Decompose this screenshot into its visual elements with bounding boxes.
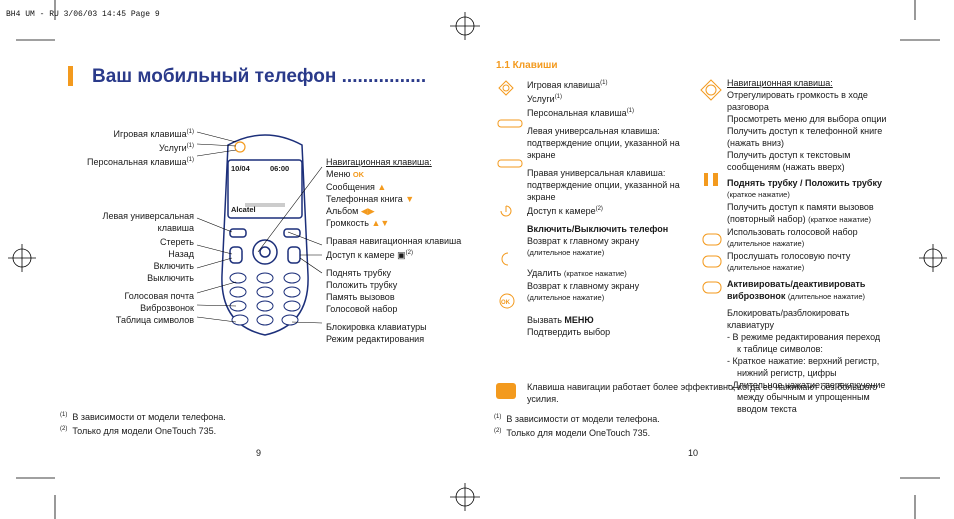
text-left-uni-2: подтверждение опции, указанной на — [527, 138, 680, 148]
col2-icons — [700, 79, 722, 294]
label-voice-dial: Голосовой набор — [326, 304, 398, 314]
text-lock-4: к таблице символов: — [737, 344, 823, 354]
text-delete-2: (длительное нажатие) — [527, 293, 605, 302]
phone-date: 10/04 — [231, 164, 250, 173]
label-edit-mode: Режим редактирования — [326, 334, 425, 344]
footnote-1: (1) В зависимости от модели телефона. — [60, 412, 226, 422]
label-left-soft-2: клавиша — [157, 223, 194, 233]
text-left-uni-3: экране — [527, 150, 556, 160]
text-nav-2: разговора — [727, 102, 769, 112]
text-nav-5: (нажать вниз) — [727, 138, 785, 148]
text-vm-1: Прослушать голосовую почту — [727, 251, 851, 261]
label-volume: Громкость ▲▼ — [326, 218, 390, 228]
text-vib-title-2: виброзвонок (длительное нажатие) — [727, 291, 866, 301]
text-lock-8: между обычным и упрощенным — [737, 392, 870, 402]
text-menu-call: Вызвать МЕНЮ — [527, 315, 594, 325]
right-footnotes: (1) В зависимости от модели телефона. (2… — [494, 411, 660, 439]
label-menu: Меню OK — [326, 169, 365, 179]
label-symbols: Таблица символов — [115, 315, 194, 325]
label-clear: Стереть — [159, 237, 194, 247]
text-right-uni-2: подтверждение опции, указанной на — [527, 180, 680, 190]
label-right-nav: Правая навигационная клавиша — [326, 236, 462, 246]
text-call-1: Получить доступ к памяти вызовов — [727, 202, 874, 212]
text-delete-1: Возврат к главному экрану — [527, 281, 640, 291]
camera-icon: ▣ — [397, 250, 406, 260]
text-lock-7: - Длительное нажатие: переключение — [727, 380, 886, 390]
label-camera: Доступ к камере ▣(2) — [326, 250, 413, 260]
text-lock-2: клавиатуру — [727, 320, 774, 330]
text-lock-9: вводом текста — [737, 404, 797, 414]
text-power-2: (длительное нажатие) — [527, 248, 605, 257]
right-callouts: Навигационная клавиша: Меню OK Сообщения… — [326, 156, 476, 345]
text-power-1: Возврат к главному экрану — [527, 236, 640, 246]
text-camera: Доступ к камере(2) — [527, 206, 603, 216]
text-nav-6: Получить доступ к текстовым — [727, 150, 851, 160]
label-voicemail: Голосовая почта — [124, 291, 195, 301]
label-off: Выключить — [147, 273, 194, 283]
label-pickup: Поднять трубку — [326, 268, 392, 278]
print-header: BH4 UM - RU 3/06/03 14:45 Page 9 — [6, 10, 160, 19]
text-lock-6: нижний регистр, цифры — [737, 368, 837, 378]
text-nav-1: Отрегулировать громкость в ходе — [727, 90, 868, 100]
text-nav-4: Получить доступ к телефонной книге — [727, 126, 883, 136]
text-menu-confirm: Подтвердить выбор — [527, 327, 611, 337]
text-vm-note: (длительное нажатие) — [727, 263, 805, 272]
phone-illustration — [221, 134, 309, 336]
text-power-title: Включить/Выключить телефон — [527, 224, 669, 234]
col1-icons: OK — [497, 80, 523, 309]
label-left-soft-1: Левая универсальная — [102, 211, 194, 221]
text-call-title: Поднять трубку / Положить трубку — [727, 178, 882, 188]
page-number-left: 9 — [256, 448, 262, 458]
phone-time: 06:00 — [270, 164, 290, 173]
label-on: Включить — [153, 261, 194, 271]
text-call-3: Использовать голосовой набор — [727, 227, 858, 237]
label-vibrate: Виброзвонок — [140, 303, 194, 313]
svg-text:OK: OK — [501, 300, 511, 306]
text-right-uni-1: Правая универсальная клавиша: — [527, 168, 666, 178]
text-personal: Персональная клавиша(1) — [527, 108, 635, 118]
label-game-key: Игровая клавиша(1) — [113, 129, 195, 139]
text-lock-3: - В режиме редактирования переход — [727, 332, 881, 342]
footnote-2-right: (2) Только для модели OneTouch 735. — [494, 428, 651, 438]
label-services: Услуги(1) — [158, 143, 194, 153]
text-call-note: (краткое нажатие) — [727, 190, 790, 199]
page-title: Ваш мобильный телефон ................ — [92, 66, 427, 87]
label-call-memory: Память вызовов — [326, 292, 395, 302]
phone-brand: Alcatel — [231, 205, 256, 214]
label-back: Назад — [168, 249, 194, 259]
tip-icon — [496, 383, 516, 399]
label-album: Альбом ◀▶ — [326, 206, 375, 216]
text-services: Услуги(1) — [527, 94, 563, 104]
label-messages: Сообщения ▲ — [326, 182, 387, 192]
text-nav-title: Навигационная клавиша: — [727, 78, 833, 88]
label-nav-title: Навигационная клавиша: — [326, 157, 432, 167]
text-call-3-note: (длительное нажатие) — [727, 239, 805, 248]
text-game-key: Игровая клавиша(1) — [527, 80, 608, 90]
right-col-2: Навигационная клавиша: Отрегулировать гр… — [727, 77, 892, 415]
left-callouts: Игровая клавиша(1) Услуги(1) Персональна… — [0, 126, 194, 326]
text-nav-7: сообщениям (нажать вверх) — [727, 162, 845, 172]
text-vib-title-1: Активировать/деактивировать — [727, 279, 866, 289]
left-footnotes: (1) В зависимости от модели телефона. (2… — [60, 409, 226, 437]
text-nav-3: Просмотреть меню для выбора опции — [727, 114, 887, 124]
tip-text: Клавиша навигации работает более эффекти… — [527, 382, 878, 404]
text-lock-5: - Краткое нажатие: верхний регистр, — [727, 356, 880, 366]
label-lock: Блокировка клавиатуры — [326, 322, 427, 332]
text-delete: Удалить (краткое нажатие) — [527, 268, 627, 278]
footnote-2: (2) Только для модели OneTouch 735. — [60, 426, 217, 436]
title-accent-bar — [68, 66, 73, 86]
label-personal-key: Персональная клавиша(1) — [86, 157, 194, 167]
text-left-uni-1: Левая универсальная клавиша: — [527, 126, 660, 136]
text-lock-1: Блокировать/разблокировать — [727, 308, 850, 318]
footnote-1-right: (1) В зависимости от модели телефона. — [494, 414, 660, 424]
page-number-right: 10 — [688, 448, 699, 458]
right-col-1: Игровая клавиша(1) Услуги(1) Персональна… — [527, 77, 689, 338]
label-hangup: Положить трубку — [326, 280, 398, 290]
label-phonebook: Телефонная книга ▼ — [326, 194, 415, 204]
text-right-uni-3: экране — [527, 192, 556, 202]
text-call-2: (повторный набор) (краткое нажатие) — [727, 214, 871, 224]
section-title: 1.1 Клавиши — [496, 60, 558, 71]
